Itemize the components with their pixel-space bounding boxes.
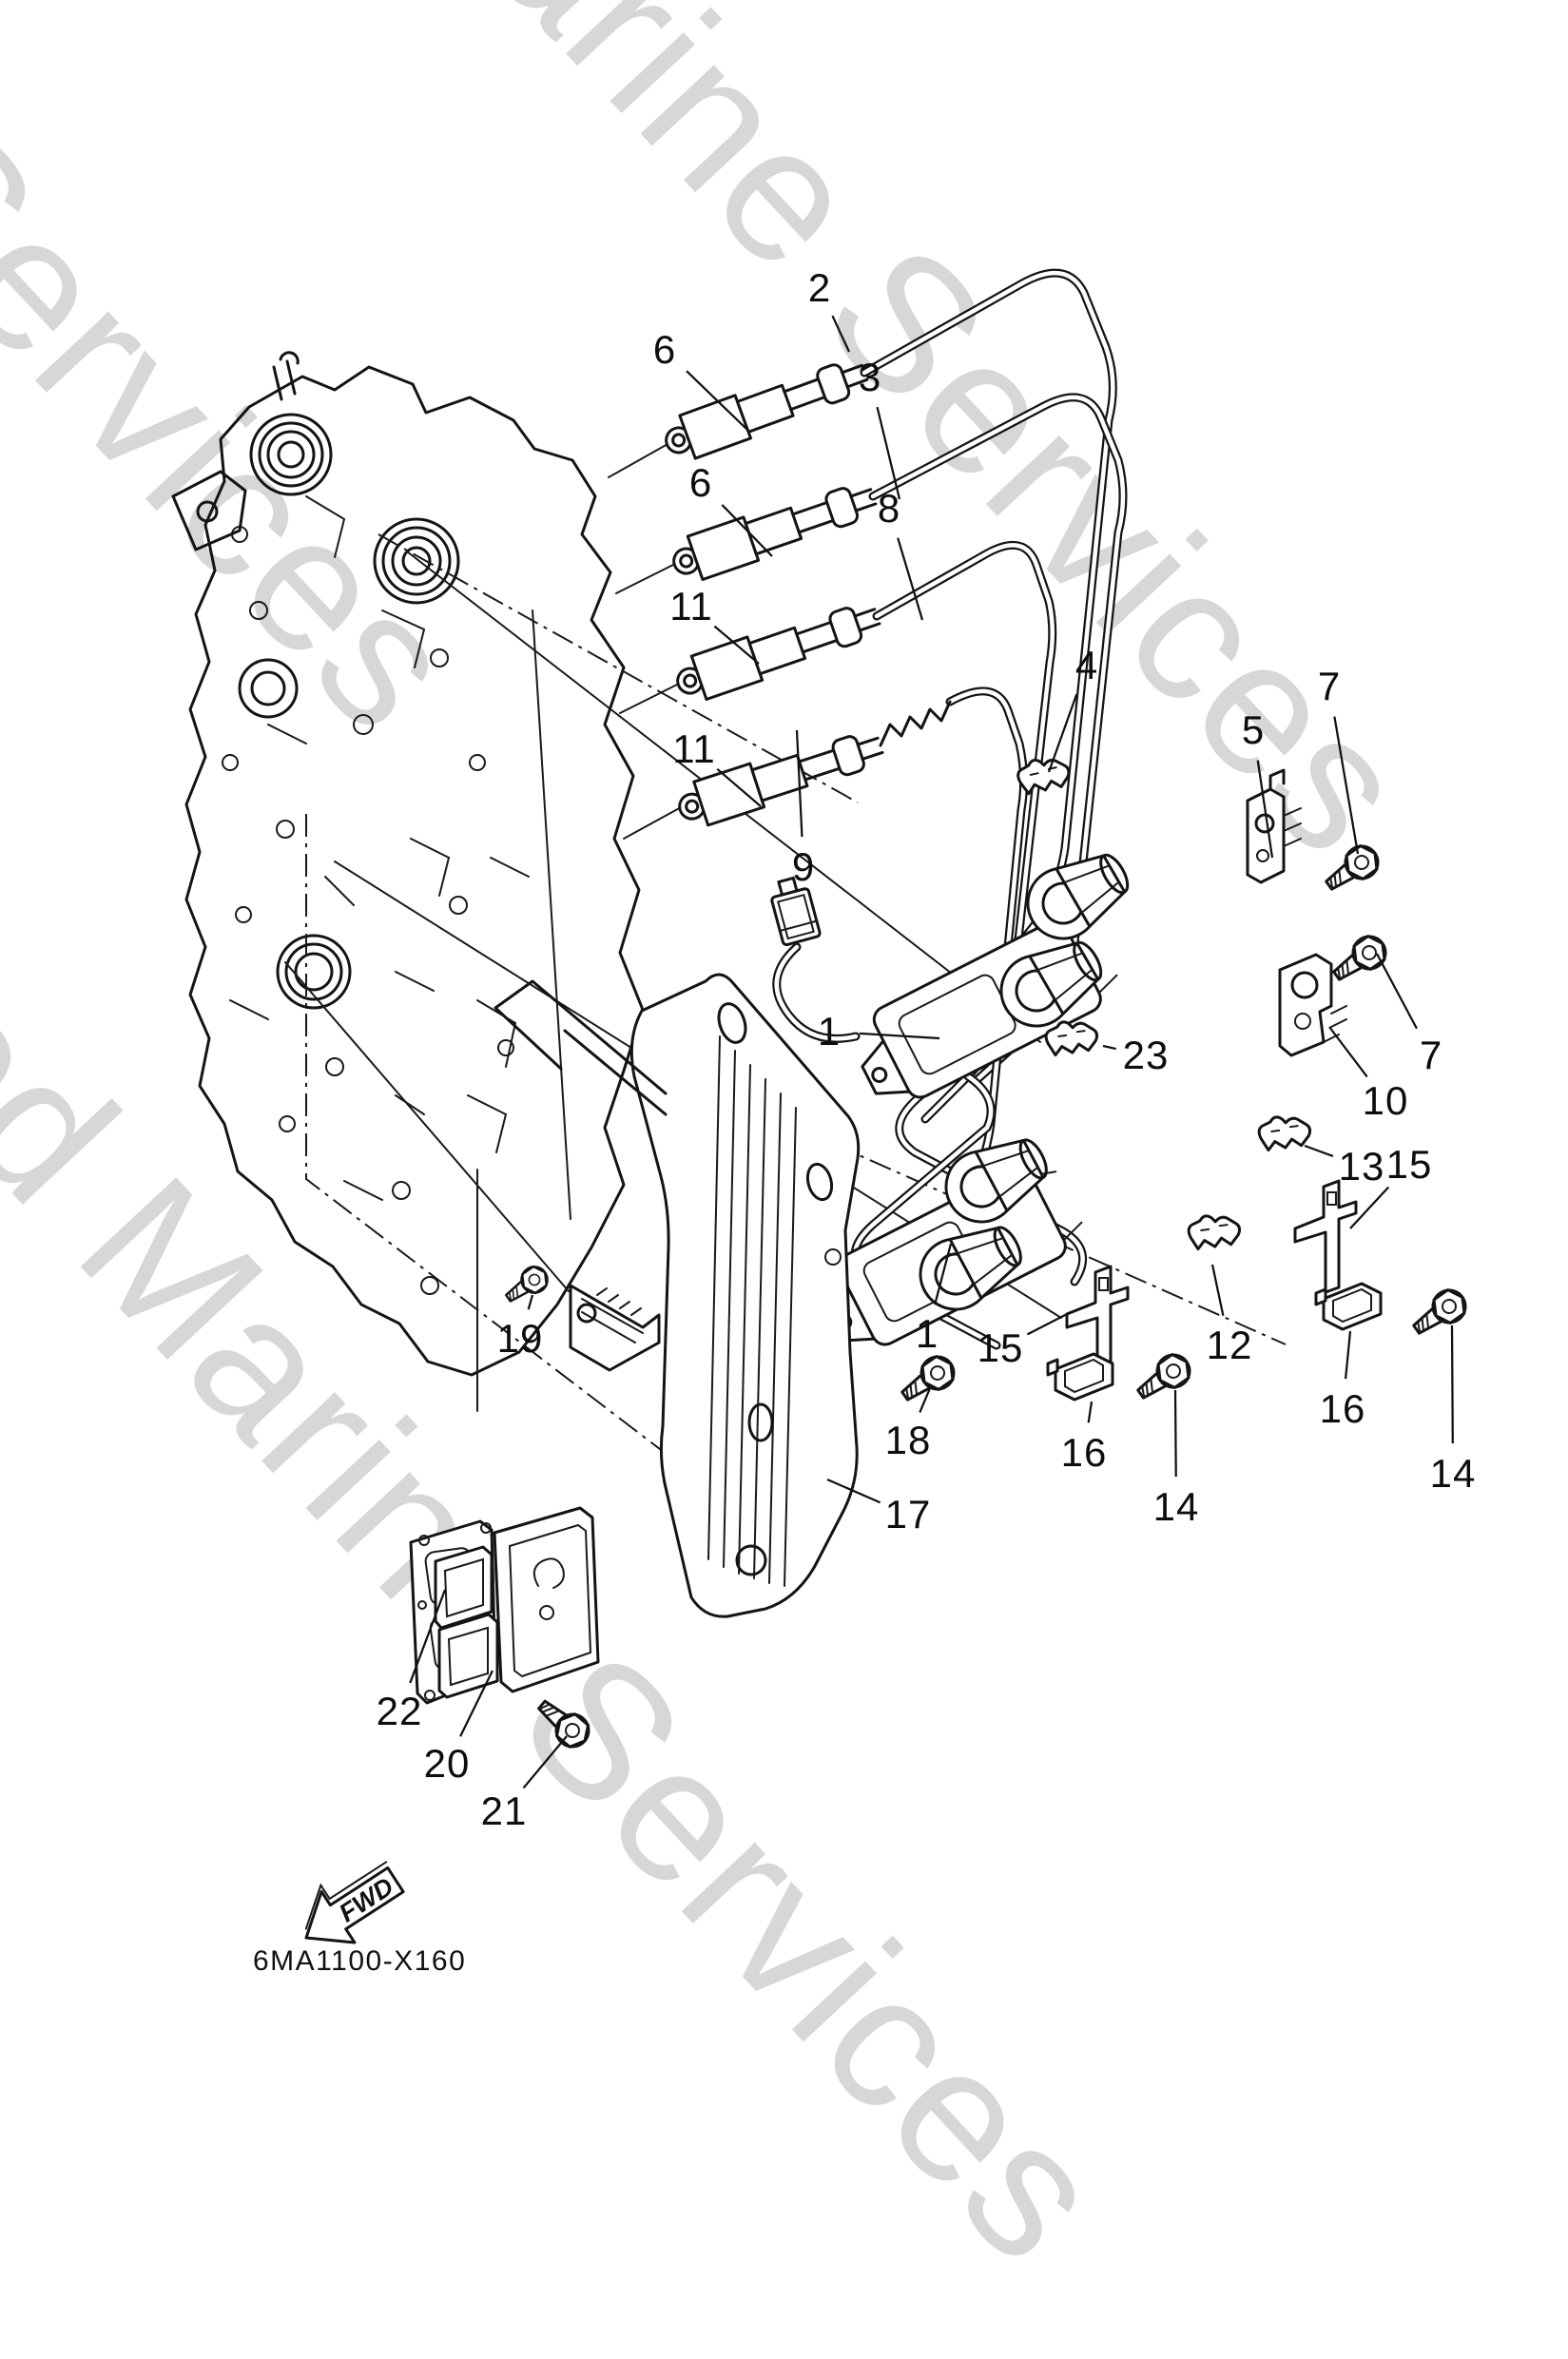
leader-line xyxy=(713,625,760,665)
flange-bolt-drawing xyxy=(1130,1346,1198,1409)
leader-line xyxy=(459,1670,494,1737)
leader-line xyxy=(1102,1044,1117,1051)
part-code: 6MA1100-X160 xyxy=(253,1945,467,1977)
leader-line xyxy=(1376,953,1418,1030)
coil-bracket-drawing xyxy=(1278,953,1347,1057)
spark-plug-wire-drawing xyxy=(762,273,1123,1345)
leader-line xyxy=(1450,1325,1454,1444)
coil-connector-drawing xyxy=(765,873,823,947)
flange-bolt-drawing xyxy=(499,1260,554,1310)
flange-bolt-drawing xyxy=(1405,1282,1474,1344)
leader-line xyxy=(1328,1026,1368,1078)
flange-bolt-drawing xyxy=(1318,838,1386,900)
ignition-coil-drawing xyxy=(841,904,1128,1117)
leader-line xyxy=(919,1387,932,1413)
wire-holder-clip-drawing xyxy=(1314,1282,1383,1331)
leader-line xyxy=(897,537,924,621)
leader-line xyxy=(1333,716,1360,855)
spark-plug-boot-drawing xyxy=(669,593,886,708)
leader-line xyxy=(934,1243,953,1305)
leader-line xyxy=(1344,1330,1352,1380)
flange-bolt-drawing xyxy=(1326,928,1394,991)
leader-line xyxy=(1256,760,1274,859)
leader-line xyxy=(409,1589,447,1684)
leader-line xyxy=(527,1294,534,1310)
flange-bolt-drawing xyxy=(530,1691,597,1755)
wire-spring-section xyxy=(879,700,952,747)
leader-line xyxy=(1173,1389,1177,1478)
leader-line xyxy=(716,767,762,807)
wire-holder-clip-drawing xyxy=(1046,1352,1114,1402)
leader-line xyxy=(859,1032,940,1040)
leader-line xyxy=(1349,1186,1390,1229)
leader-line xyxy=(795,729,803,838)
coil-bracket-drawing xyxy=(1246,768,1302,884)
cdi-unit-drawing xyxy=(434,1506,600,1699)
leader-lines xyxy=(409,315,1454,1789)
leader-line xyxy=(1304,1144,1334,1158)
leader-line xyxy=(876,406,901,500)
leader-line xyxy=(1087,1401,1094,1423)
leader-line xyxy=(1210,1264,1225,1316)
leader-line xyxy=(522,1735,568,1789)
cover-bracket-drawing xyxy=(569,1284,661,1372)
wire-clamp-drawing xyxy=(1185,1209,1244,1252)
leader-line xyxy=(831,315,851,353)
leader-line xyxy=(826,1478,881,1504)
spark-plug-boot-drawing xyxy=(671,722,889,834)
spark-plug-boot-drawing xyxy=(666,474,882,589)
leader-line xyxy=(1026,1310,1072,1336)
hook-bracket-drawing xyxy=(1293,1179,1358,1294)
cylinder-cover-drawing xyxy=(494,973,861,1618)
leader-line xyxy=(721,504,773,557)
flange-bolt-drawing xyxy=(894,1348,962,1411)
engine-block-drawing xyxy=(171,351,645,1377)
spark-plug-boot-drawing xyxy=(657,349,874,468)
leader-line xyxy=(686,370,748,431)
leader-line xyxy=(1047,693,1078,773)
wire-clamp-drawing xyxy=(1255,1111,1314,1153)
